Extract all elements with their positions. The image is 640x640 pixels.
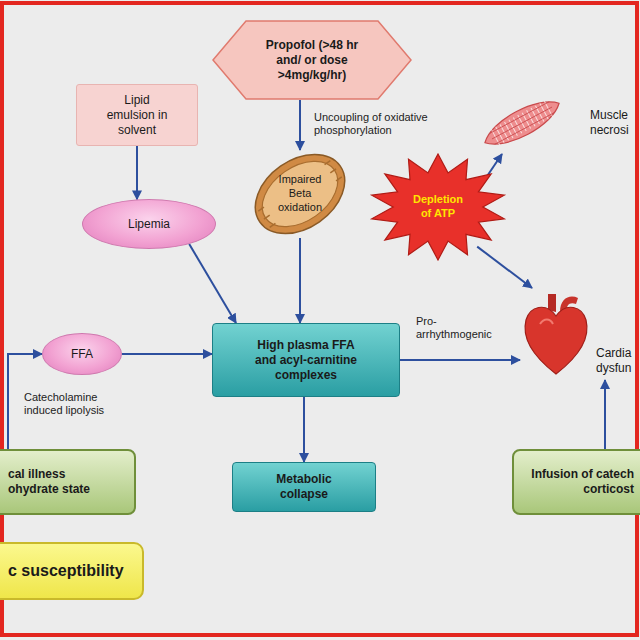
arrow-connector	[604, 380, 606, 449]
hexagon-outline	[213, 21, 411, 99]
source-box: Lipid emulsion in solvent	[76, 84, 198, 146]
red-frame	[2, 3, 637, 635]
edge-label: Pro- arrhythmogenic	[414, 314, 504, 342]
inner-membrane	[250, 148, 350, 240]
node-text: Muscle necrosi	[590, 108, 638, 138]
edge-label: Uncoupling of oxidative phosphorylation	[312, 110, 451, 138]
arrow-connector	[487, 154, 502, 176]
arrow-connector	[299, 100, 301, 150]
arrow-connector	[299, 238, 301, 323]
node-text: High plasma FFA and acyl-carnitine compl…	[247, 338, 365, 383]
node-text: Impaired Beta oxidation	[272, 173, 328, 214]
crista	[336, 177, 342, 181]
arrow-connector	[400, 359, 520, 361]
arrow-connector	[303, 397, 305, 462]
fiber-line	[492, 107, 552, 139]
heart-figure: Cardia dysfun	[520, 288, 638, 380]
arrow-connector	[136, 146, 138, 199]
fiber-line	[495, 112, 555, 144]
arrow-connector	[477, 247, 532, 288]
condition-box: cal illness ohydrate state	[0, 449, 136, 515]
starburst-outline	[372, 154, 505, 260]
crista	[325, 161, 331, 165]
node-text: Lipid emulsion in solvent	[101, 93, 173, 138]
fiber-line	[489, 102, 549, 134]
muscle-bundle	[479, 92, 565, 154]
arrow-connector	[122, 353, 212, 355]
heart-icon	[525, 307, 587, 374]
node-text: Infusion of catech corticost	[522, 467, 634, 497]
muscle-icon	[479, 92, 565, 154]
lipemia-ellipse: Lipemia	[82, 199, 216, 249]
drug-hexagon: Propofol (>48 hr and/ or dose >4mg/kg/hr…	[212, 20, 412, 100]
highlight	[540, 320, 553, 325]
edge-label: Catecholamine induced lipolysis	[22, 390, 130, 418]
arrow-connector	[189, 244, 236, 323]
crista	[270, 223, 276, 227]
node-text: Metabolic collapse	[263, 472, 345, 502]
node-text: c susceptibility	[8, 561, 134, 581]
outer-membrane	[240, 138, 359, 250]
node-text: Cardia dysfun	[596, 346, 638, 376]
node-text: Lipemia	[83, 217, 215, 232]
susceptibility-box: c susceptibility	[0, 542, 144, 600]
atp-starburst: Depletion of ATP	[368, 152, 508, 262]
condition-box: Infusion of catech corticost	[512, 449, 640, 515]
process-box: High plasma FFA and acyl-carnitine compl…	[212, 323, 400, 397]
crista	[258, 207, 264, 211]
outcome-box: Metabolic collapse	[232, 462, 376, 512]
mitochondrion-shape	[240, 138, 359, 250]
node-text: Depletion of ATP	[408, 193, 468, 221]
ffa-ellipse: FFA	[42, 333, 122, 375]
mitochondrion: Impaired Beta oxidation	[250, 150, 350, 238]
node-text: cal illness ohydrate state	[8, 467, 104, 497]
node-text: Propofol (>48 hr and/ or dose >4mg/kg/hr…	[257, 38, 367, 83]
node-text: FFA	[43, 347, 121, 362]
crista	[264, 215, 270, 219]
muscle-figure: Muscle necrosi	[478, 92, 638, 154]
crista	[330, 169, 336, 173]
